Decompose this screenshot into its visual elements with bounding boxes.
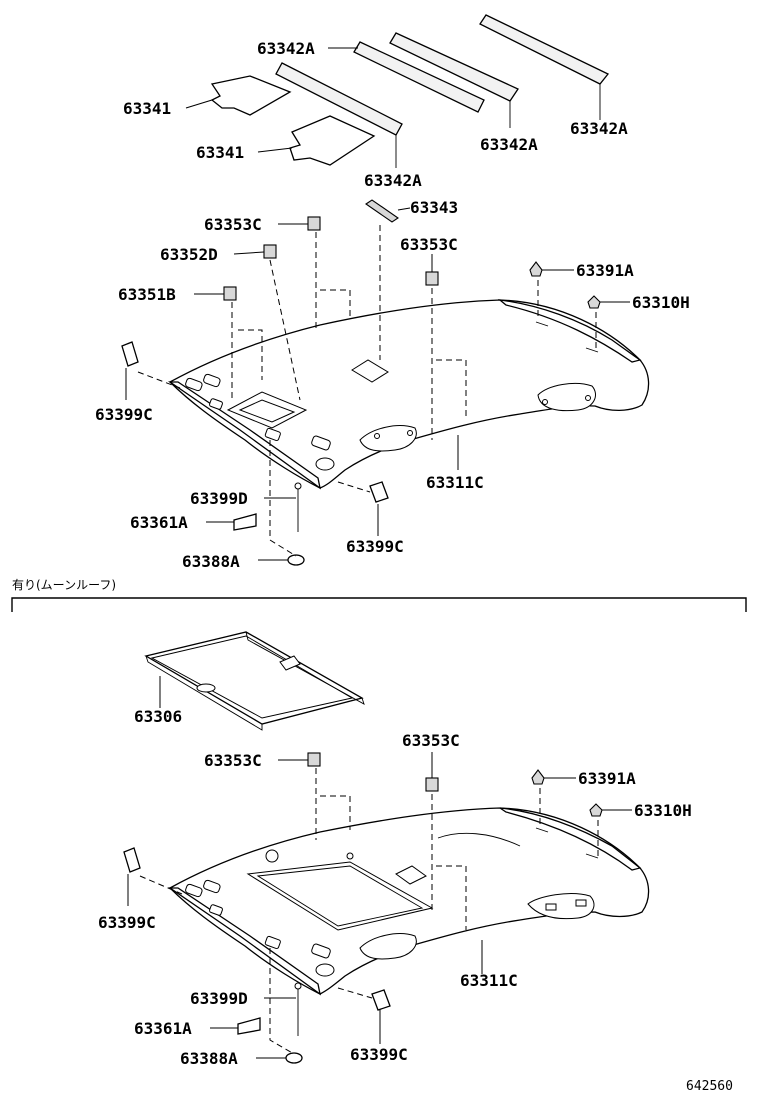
pad-63341-1 [210,75,292,116]
label-63310H-b: 63310H [634,801,692,820]
label-63342A-1: 63342A [257,39,315,58]
bottom-section: 63306 63353C 63353C 63391A 63310H 63399C… [98,631,692,1068]
clip-63351B-top [223,286,237,301]
label-63399C-b1: 63399C [98,913,156,932]
lens-63361A-top [233,513,257,531]
top-section: 63342A 63342A 63342A 63342A 63341 63341 … [95,14,690,571]
clip-63310H-bottom [589,803,603,817]
label-63361A-b: 63361A [134,1019,192,1038]
roof-strip-63342A-4 [275,62,403,168]
label-63342A-3: 63342A [480,135,538,154]
roof-strip-63342A-3 [353,41,485,113]
label-63399C-1: 63399C [95,405,153,424]
label-63343: 63343 [410,198,458,217]
label-63306: 63306 [134,707,182,726]
label-63399C-b2: 63399C [350,1045,408,1064]
label-63353C-2: 63353C [400,235,458,254]
label-63399C-2: 63399C [346,537,404,556]
clip-63353C-bottom-2 [425,777,439,792]
lens-63361A-bottom [237,1017,261,1035]
bracket-63399C-bottom-1 [123,847,141,873]
clip-63310H-top [587,295,601,309]
headliner-63311C-bottom [167,807,650,996]
label-63351B: 63351B [118,285,176,304]
roof-strip-63342A-2 [389,32,519,128]
cap-63388A-top [287,554,305,566]
pad-63341-2 [289,115,376,166]
clip-63353C-top-1 [307,216,321,231]
label-63388A: 63388A [182,552,240,571]
section-divider: 有り(ムーンルーフ) [11,578,747,612]
label-63353C-1: 63353C [204,215,262,234]
label-63399D: 63399D [190,489,248,508]
label-63391A-b: 63391A [578,769,636,788]
figure-number: 642560 [686,1079,733,1094]
label-63311C-b: 63311C [460,971,518,990]
clip-63391A-top [529,261,543,277]
bracket-63399C-top-1 [121,341,139,367]
label-63388A-b: 63388A [180,1049,238,1068]
moonroof-note: 有り(ムーンルーフ) [12,578,116,592]
label-63361A: 63361A [130,513,188,532]
clip-63352D-top [263,244,277,259]
bracket-63399C-bottom-2 [371,989,391,1011]
label-63391A: 63391A [576,261,634,280]
bracket-63399C-top-2 [369,481,389,503]
bar-63343 [365,199,399,223]
label-63399D-b: 63399D [190,989,248,1008]
roof-strip-63342A-1 [479,14,610,120]
label-63341-2: 63341 [196,143,244,162]
clip-63391A-bottom [531,769,545,785]
label-63352D: 63352D [160,245,218,264]
label-63310H: 63310H [632,293,690,312]
label-63311C: 63311C [426,473,484,492]
label-63342A-4: 63342A [364,171,422,190]
headliner-63311C-top [167,299,650,490]
clip-63353C-bottom-1 [307,752,321,767]
label-63353C-b1: 63353C [204,751,262,770]
label-63353C-b2: 63353C [402,731,460,750]
label-63341-1: 63341 [123,99,171,118]
cap-63388A-bottom [285,1052,303,1064]
clip-63353C-top-2 [425,271,439,286]
label-63342A-2: 63342A [570,119,628,138]
